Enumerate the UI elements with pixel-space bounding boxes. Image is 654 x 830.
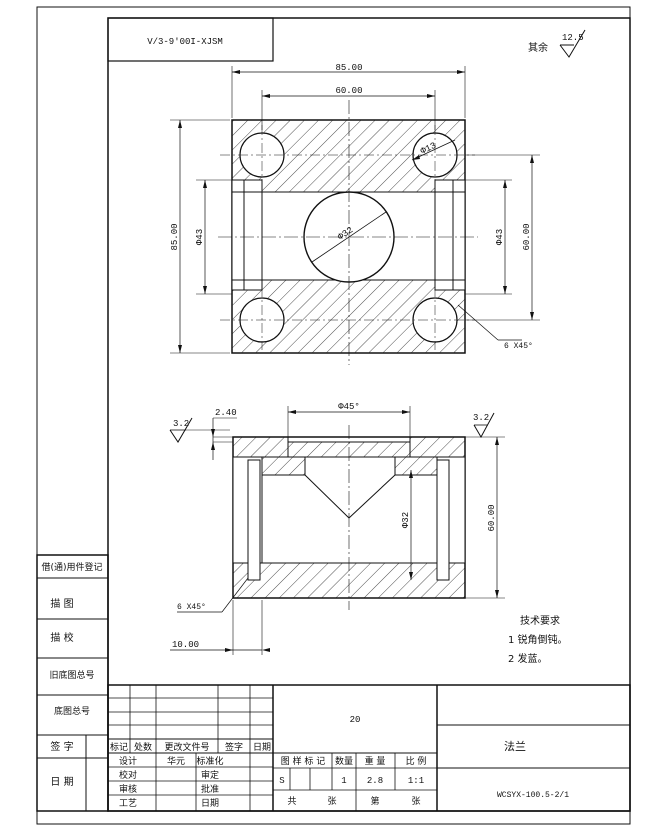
top-view: 85.00 60.00 85.00 Φ43 Φ43 [170, 63, 540, 365]
corner-code-text: V/3-9'00I-XJSM [147, 37, 223, 47]
rev-header-4: 日期 [253, 742, 271, 753]
scale-value: 1:1 [408, 776, 424, 786]
dim-43-left: Φ43 [195, 229, 205, 245]
side-cell-2: 描 校 [50, 631, 73, 644]
side-cell-5: 签 字 [50, 740, 73, 753]
roughness-right-value: 3.2 [473, 413, 489, 423]
side-cell-1: 描 图 [50, 597, 73, 610]
sign-label: 华元 [167, 755, 185, 767]
weight-value: 2.8 [367, 776, 383, 786]
roughness-left-icon [169, 417, 230, 443]
roughness-left-value: 3.2 [173, 419, 189, 429]
tech-req-item-1: 1 锐角倒钝。 [508, 633, 568, 646]
sheet-unit-label: 张 [327, 796, 336, 807]
qty-value: 1 [341, 776, 346, 786]
sheet-total-label: 共 [287, 796, 296, 807]
sheet-no-label: 第 [370, 795, 379, 807]
info-header-1: 数量 [335, 755, 353, 767]
dim-85-left: 85.00 [170, 223, 180, 250]
side-cell-4: 底图总号 [54, 705, 90, 717]
roughness-other-label: 其余 [528, 41, 548, 54]
info-header-2: 重 量 [365, 755, 386, 767]
section-view: Φ45° 2.40 3.2 3.2 Φ32 60. [169, 402, 505, 655]
dim-60-top: 60.00 [335, 86, 362, 96]
tech-req-item-2: 2 发蓝。 [508, 652, 548, 665]
material-text: 20 [350, 715, 361, 725]
sheet-unit2-label: 张 [411, 796, 420, 807]
part-name: 法兰 [504, 739, 526, 753]
dim-43-right: Φ43 [495, 229, 505, 245]
side-cell-6: 日 期 [50, 776, 73, 788]
roughness-other-value: 12.5 [562, 33, 584, 43]
role-left-3: 工艺 [119, 798, 137, 809]
side-cell-0: 借(通)用件登记 [41, 561, 102, 573]
roughness-symbol-icon [559, 29, 586, 58]
rev-header-0: 标记 [110, 741, 128, 753]
rev-header-1: 处数 [134, 741, 152, 753]
info-header-0: 图 样 标 记 [281, 755, 326, 767]
dim-60-section: 60.00 [487, 504, 497, 531]
side-registration-block [36, 554, 109, 812]
role-left-2: 审核 [119, 783, 137, 795]
std-header: 标准化 [196, 755, 223, 767]
title-block [107, 684, 631, 812]
role-right-1: 批准 [201, 783, 219, 795]
side-cell-3: 旧底图总号 [49, 669, 94, 681]
dim-top-dia: Φ45° [338, 402, 360, 412]
rev-header-3: 签字 [225, 741, 243, 753]
role-right-2: 日期 [201, 798, 219, 809]
dim-10: 10.00 [172, 640, 199, 650]
top-chamfer: 6 X45° [504, 342, 533, 351]
dim-240: 2.40 [215, 408, 237, 418]
role-right-0: 审定 [201, 769, 219, 781]
tech-req-title: 技术要求 [520, 614, 560, 627]
corner-code-box [107, 17, 274, 62]
dim-inner: Φ32 [401, 512, 411, 528]
info-header-3: 比 例 [406, 755, 427, 767]
mark-value: S [279, 776, 284, 786]
role-left-1: 校对 [119, 769, 137, 781]
section-chamfer: 6 X45° [177, 603, 206, 612]
dim-85-top: 85.00 [335, 63, 362, 73]
drawing-number: WCSYX-100.5-2/1 [497, 791, 569, 800]
rev-header-2: 更改文件号 [164, 741, 209, 753]
role-left-0: 设计 [119, 755, 137, 767]
dim-60-right: 60.00 [522, 223, 532, 250]
